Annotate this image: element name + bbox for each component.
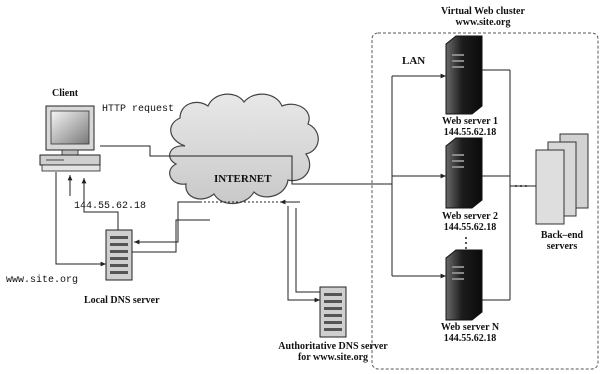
internet-cloud <box>169 93 319 205</box>
web-server-2-name: Web server 2 <box>442 211 498 222</box>
lan-links <box>380 69 536 301</box>
client-computer-icon <box>39 105 101 172</box>
http-request-label: HTTP request <box>102 104 175 115</box>
auth-dns-label: Authoritative DNS server for www.site.or… <box>256 341 410 363</box>
web-server-1-name: Web server 1 <box>442 116 498 127</box>
web-server-2-ip: 144.55.62.18 <box>443 222 497 233</box>
web-server-1-ip: 144.55.62.18 <box>443 127 497 138</box>
web-server-2-label: Web server 2 144.55.62.18 <box>420 211 520 233</box>
backend-servers-label: Back–end servers <box>522 230 602 252</box>
internet-label: INTERNET <box>214 173 272 185</box>
auth-dns-label-line2: for www.site.org <box>297 352 369 363</box>
lan-label: LAN <box>402 55 426 67</box>
backend-label-line2: servers <box>546 241 578 252</box>
local-dns-label: Local DNS server <box>84 295 160 306</box>
web-server-n-label: Web server N 144.55.62.18 <box>420 322 520 344</box>
cluster-title-line1: Virtual Web cluster <box>441 6 525 17</box>
web-server-n-name: Web server N <box>440 322 500 333</box>
web-server-n-icon <box>445 249 483 321</box>
local-dns-server-icon <box>105 229 133 281</box>
web-server-n-ip: 144.55.62.18 <box>443 333 497 344</box>
domain-query-label: www.site.org <box>6 275 79 286</box>
web-server-2-icon <box>445 137 483 209</box>
connections <box>55 145 380 303</box>
client-ip-label: 144.55.62.18 <box>74 201 147 212</box>
cluster-boundary <box>371 32 599 370</box>
web-server-1-icon <box>445 35 483 115</box>
web-server-1-label: Web server 1 144.55.62.18 <box>420 116 520 138</box>
backend-label-line1: Back–end <box>540 230 584 241</box>
cluster-title: Virtual Web cluster www.site.org <box>408 6 558 28</box>
authoritative-dns-server-icon <box>319 286 347 338</box>
backend-servers-icon <box>535 133 589 225</box>
client-label: Client <box>52 88 79 99</box>
cluster-title-line2: www.site.org <box>455 17 511 28</box>
servers-ellipsis <box>465 237 467 249</box>
auth-dns-label-line1: Authoritative DNS server <box>278 341 388 352</box>
